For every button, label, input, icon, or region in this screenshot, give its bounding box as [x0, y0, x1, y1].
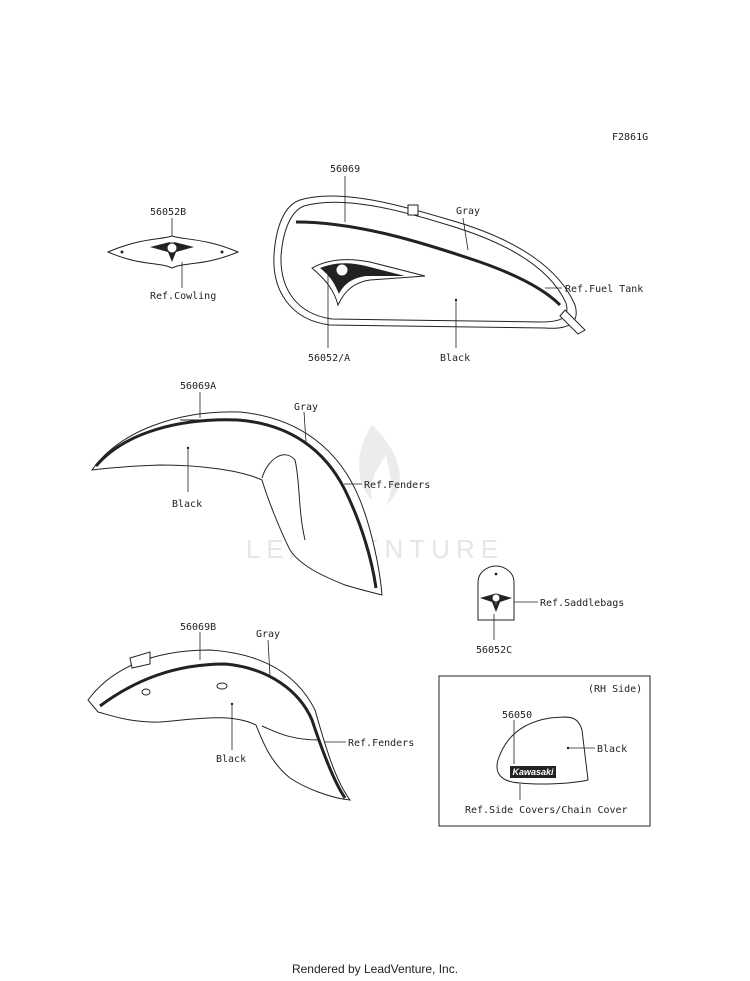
label-56052A: 56052/A	[308, 353, 350, 364]
kawasaki-decal	[510, 766, 556, 778]
label-black-tank: Black	[440, 353, 470, 364]
cowling-emblem	[106, 235, 240, 269]
label-ref-fenders-rear: Ref.Fenders	[348, 738, 414, 749]
label-black-cover: Black	[597, 744, 627, 755]
rear-fender	[87, 649, 352, 801]
label-56069B: 56069B	[180, 622, 216, 633]
label-black-rear: Black	[216, 754, 246, 765]
label-black-front: Black	[172, 499, 202, 510]
label-ref-cowling: Ref.Cowling	[150, 291, 216, 302]
footer-credit: Rendered by LeadVenture, Inc.	[291, 962, 459, 976]
label-gray-front: Gray	[294, 402, 318, 413]
kawasaki-text: Kawasaki	[512, 767, 554, 777]
label-ref-fenders-front: Ref.Fenders	[364, 480, 430, 491]
diagram-code: F2861G	[612, 132, 648, 143]
label-56069A: 56069A	[180, 381, 216, 392]
label-56069: 56069	[330, 164, 360, 175]
label-ref-saddlebags: Ref.Saddlebags	[540, 598, 624, 609]
label-rh-side: (RH Side)	[588, 684, 642, 695]
front-fender	[90, 411, 383, 596]
label-gray-tank: Gray	[456, 206, 480, 217]
label-ref-side-covers: Ref.Side Covers/Chain Cover	[465, 805, 628, 816]
label-56052C: 56052C	[476, 645, 512, 656]
label-56052B: 56052B	[150, 207, 186, 218]
watermark-flame-icon	[359, 425, 400, 505]
fuel-tank	[273, 195, 586, 335]
saddlebag-emblem	[477, 565, 515, 621]
label-gray-rear: Gray	[256, 629, 280, 640]
side-cover-inset: (RH Side) Kawasaki 56050 Black Ref.Side …	[438, 675, 651, 827]
label-56050: 56050	[502, 710, 532, 721]
label-ref-fuel-tank: Ref.Fuel Tank	[565, 284, 643, 295]
